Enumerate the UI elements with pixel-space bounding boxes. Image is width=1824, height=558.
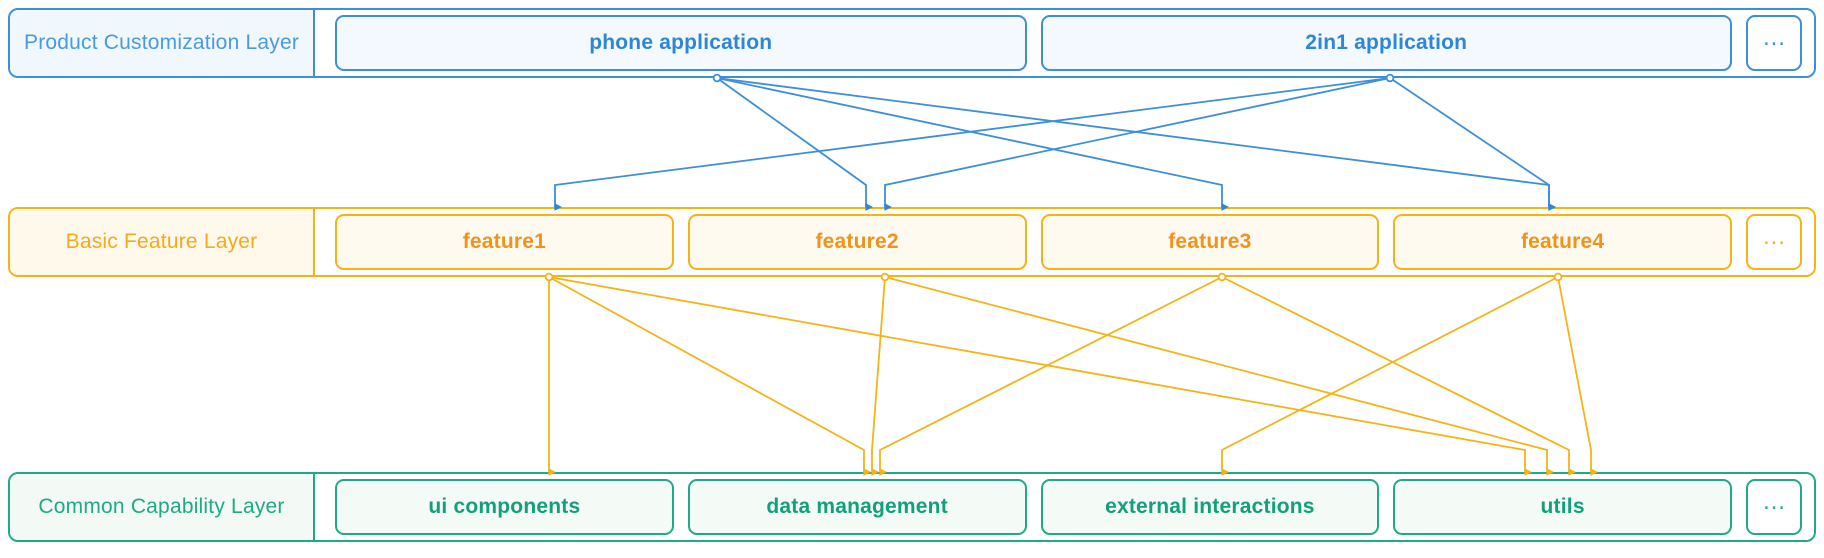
layer-common-capability: Common Capability Layer ui components da… (8, 472, 1816, 542)
node-utils[interactable]: utils (1393, 479, 1732, 535)
more-button-common-layer[interactable]: … (1746, 479, 1802, 535)
wire-feature-to-common-7 (1221, 276, 1559, 476)
node-external-interactions[interactable]: external interactions (1040, 479, 1380, 535)
node-feature2[interactable]: feature2 (687, 214, 1027, 270)
more-button-feature-layer[interactable]: … (1746, 214, 1802, 270)
node-ui-components[interactable]: ui components (335, 479, 674, 535)
wire-feature-to-common-2 (548, 276, 1532, 476)
node-2in1-application[interactable]: 2in1 application (1040, 15, 1732, 71)
node-feature3[interactable]: feature3 (1040, 214, 1380, 270)
wire-feature-to-common-8 (1557, 276, 1598, 476)
wire-product-to-feature-3 (554, 77, 1391, 211)
layer-body-product-customization: phone application 2in1 application … (315, 10, 1814, 76)
wire-product-to-feature-0 (716, 77, 873, 211)
more-button-product-layer[interactable]: … (1746, 15, 1802, 71)
wires-product-to-feature (554, 73, 1556, 211)
wire-feature-to-common-4 (884, 276, 1554, 476)
wire-product-to-feature-1 (716, 77, 1229, 211)
wires-feature-to-common (544, 272, 1598, 476)
wire-product-to-feature-5 (1389, 77, 1556, 211)
layer-body-common-capability: ui components data management external i… (315, 474, 1814, 540)
wire-product-to-feature-4 (884, 77, 1391, 211)
wire-feature-to-common-1 (548, 276, 871, 476)
node-phone-application[interactable]: phone application (335, 15, 1027, 71)
wire-product-to-feature-2 (716, 77, 1556, 211)
node-data-management[interactable]: data management (687, 479, 1027, 535)
wire-feature-to-common-5 (879, 276, 1223, 476)
layer-label-basic-feature: Basic Feature Layer (10, 209, 315, 275)
layer-product-customization: Product Customization Layer phone applic… (8, 8, 1816, 78)
wire-feature-to-common-6 (1221, 276, 1576, 476)
layer-label-common-capability: Common Capability Layer (10, 474, 315, 540)
node-feature4[interactable]: feature4 (1393, 214, 1732, 270)
node-feature1[interactable]: feature1 (335, 214, 674, 270)
layer-basic-feature: Basic Feature Layer feature1 feature2 fe… (8, 207, 1816, 277)
layer-label-product-customization: Product Customization Layer (10, 10, 315, 76)
wire-feature-to-common-3 (871, 276, 886, 476)
layer-body-basic-feature: feature1 feature2 feature3 feature4 … (315, 209, 1814, 275)
